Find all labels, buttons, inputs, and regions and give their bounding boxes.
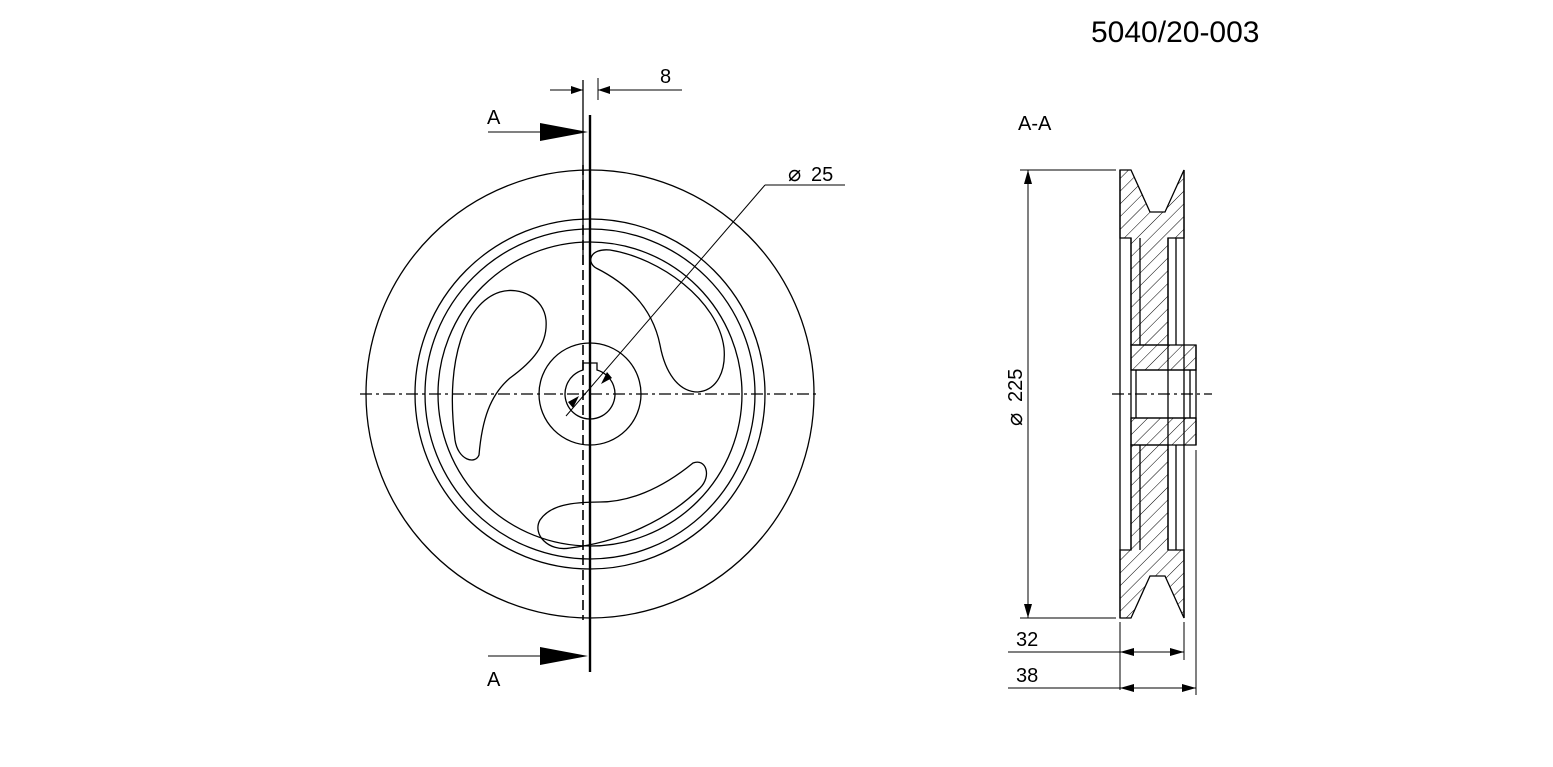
front-view: A A 8 ⌀ 25 [360,66,845,691]
outer-diameter-text: 225 [1005,369,1027,402]
groove-width-text: 32 [1016,629,1038,651]
section-lower-rim [1119,444,1185,619]
outer-diameter-symbol: ⌀ [1002,413,1027,426]
spoke-cutout-left [451,289,547,461]
section-label-bottom: A [487,669,501,691]
dimension-groove-width: 32 [1008,622,1185,690]
section-view-label: A-A [1018,113,1052,135]
bore-diameter-text: 25 [811,164,833,186]
section-arrow-bottom [540,647,588,665]
spoke-cutout-upper-right [590,249,725,393]
spoke-cutout-bottom [537,461,708,550]
dimension-hub-width: 38 [1008,450,1197,695]
section-label-top: A [487,107,501,129]
section-upper-rim [1119,169,1185,346]
section-arrow-top [540,123,588,141]
bore-diameter-symbol: ⌀ [788,161,801,186]
hub-width-text: 38 [1016,665,1038,687]
dimension-offset-text: 8 [660,66,671,88]
section-view: A-A ⌀ 225 [1002,113,1212,695]
drawing-number: 5040/20-003 [1091,16,1260,49]
dimension-outer-diameter: ⌀ 225 [1002,169,1116,619]
dimension-offset: 8 [550,66,682,100]
dimension-bore: ⌀ 25 [565,161,845,417]
section-hub-lower [1130,417,1197,446]
section-hub-upper [1130,344,1197,371]
